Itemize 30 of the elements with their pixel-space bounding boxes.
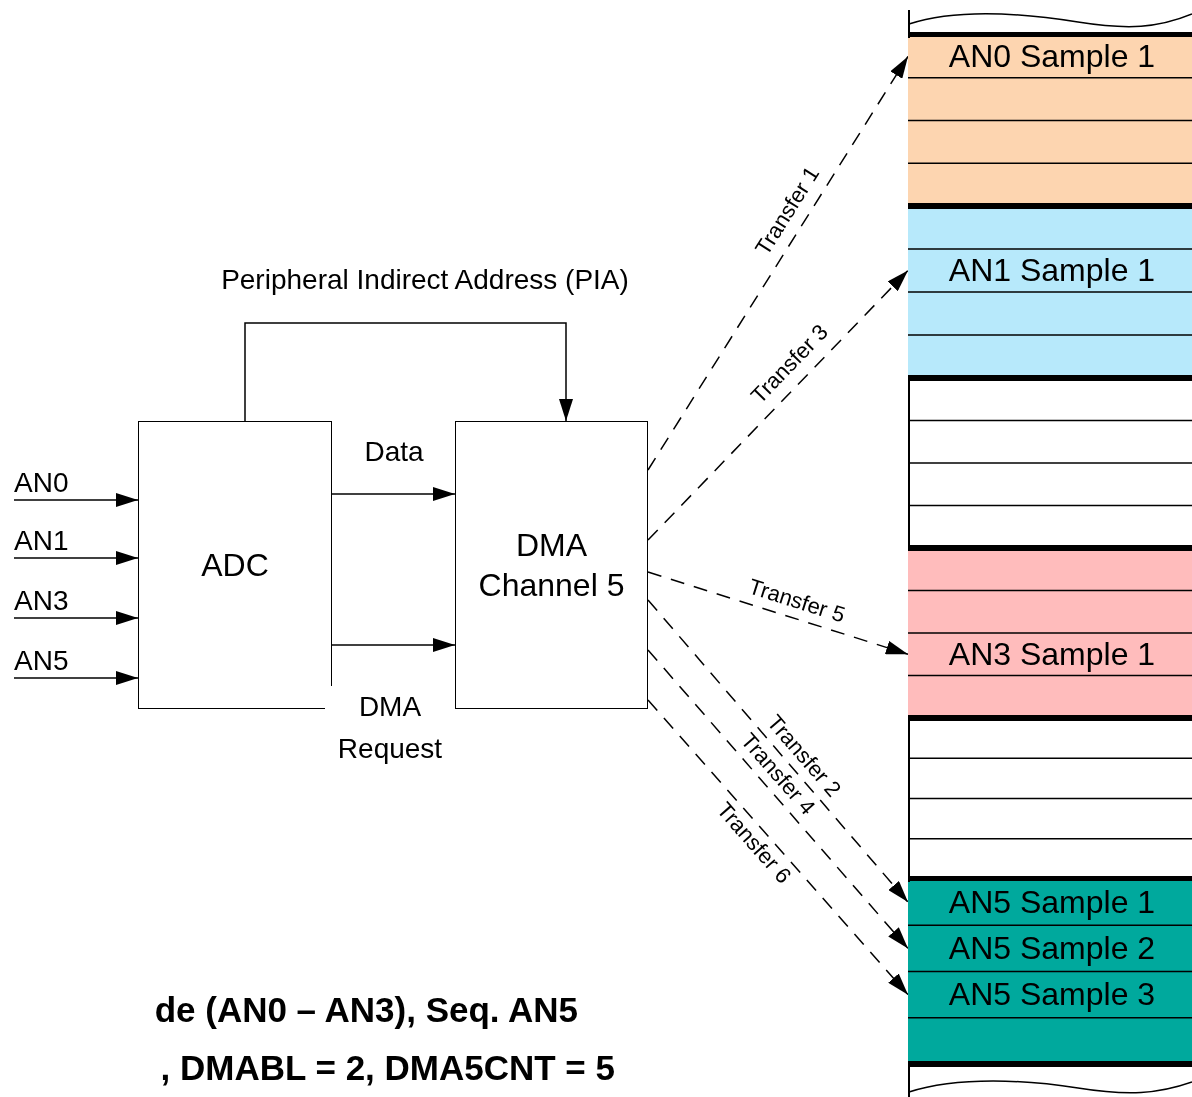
- dashed-arrow: [647, 599, 909, 903]
- sample-label: AN0 Sample 1: [948, 37, 1156, 75]
- block-label: DMA Channel 5: [477, 526, 626, 605]
- dashed-arrow: [647, 699, 909, 996]
- dashed-arrow: [647, 55, 909, 471]
- arrow: [244, 322, 573, 422]
- arrow: [13, 551, 139, 565]
- dashed-arrow: [647, 571, 909, 655]
- arrow: [331, 487, 456, 501]
- note-text: de (AN0 – AN3), Seq. AN5: [154, 990, 578, 1030]
- dashed-arrow: [647, 269, 909, 541]
- sample-label: AN5 Sample 1: [948, 883, 1156, 921]
- sample-label: AN3 Sample 1: [948, 635, 1156, 673]
- block-label: ADC: [201, 546, 269, 585]
- arrow: [13, 671, 139, 685]
- block-box: [138, 421, 332, 709]
- dashed-arrow: [647, 649, 909, 950]
- signal-label: AN1: [14, 525, 69, 557]
- signal-label: AN5: [14, 645, 69, 677]
- arrow: [13, 493, 139, 507]
- sample-label: AN5 Sample 2: [948, 929, 1156, 967]
- block-box: [455, 421, 648, 709]
- signal-label: AN0: [14, 467, 69, 499]
- signal-label: AN3: [14, 585, 69, 617]
- arrow: [331, 638, 456, 652]
- memory-cell: [910, 36, 1192, 77]
- note-text: , DMABL = 2, DMA5CNT = 5: [160, 1048, 615, 1088]
- sample-label: AN5 Sample 3: [948, 976, 1156, 1014]
- arrow: [13, 611, 139, 625]
- sample-label: AN1 Sample 1: [948, 252, 1156, 289]
